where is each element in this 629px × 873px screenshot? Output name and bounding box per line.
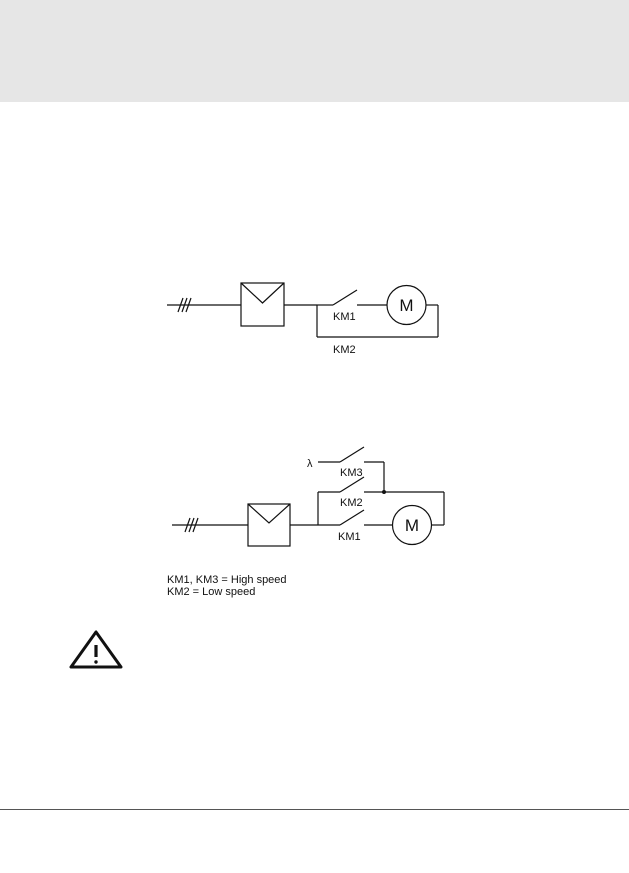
legend-line-high: KM1, KM3 = High speed — [167, 574, 287, 586]
input-symbol-2: λ — [307, 458, 313, 470]
motor-label-1: M — [399, 296, 413, 315]
label-km1-2: KM1 — [338, 531, 361, 543]
three-phase-marks-2 — [185, 518, 198, 532]
diagram-1 — [167, 283, 438, 337]
contact-km1-2 — [318, 510, 392, 525]
label-km3-2: KM3 — [340, 467, 363, 479]
junction-dot — [382, 490, 386, 494]
converter-box-2 — [248, 504, 290, 546]
footer-rule — [0, 809, 629, 810]
speed-legend: KM1, KM3 = High speed KM2 = Low speed — [167, 574, 287, 598]
label-km1-1: KM1 — [333, 311, 356, 323]
label-km2-1: KM2 — [333, 344, 356, 356]
contact-km2-2 — [318, 477, 444, 525]
converter-box-1 — [241, 283, 284, 326]
legend-line-low: KM2 = Low speed — [167, 586, 287, 598]
three-phase-marks-1 — [178, 298, 191, 312]
warning-triangle-icon — [71, 632, 121, 667]
label-km2-2: KM2 — [340, 497, 363, 509]
contact-km1-1 — [333, 290, 387, 305]
motor-label-2: M — [405, 516, 419, 535]
